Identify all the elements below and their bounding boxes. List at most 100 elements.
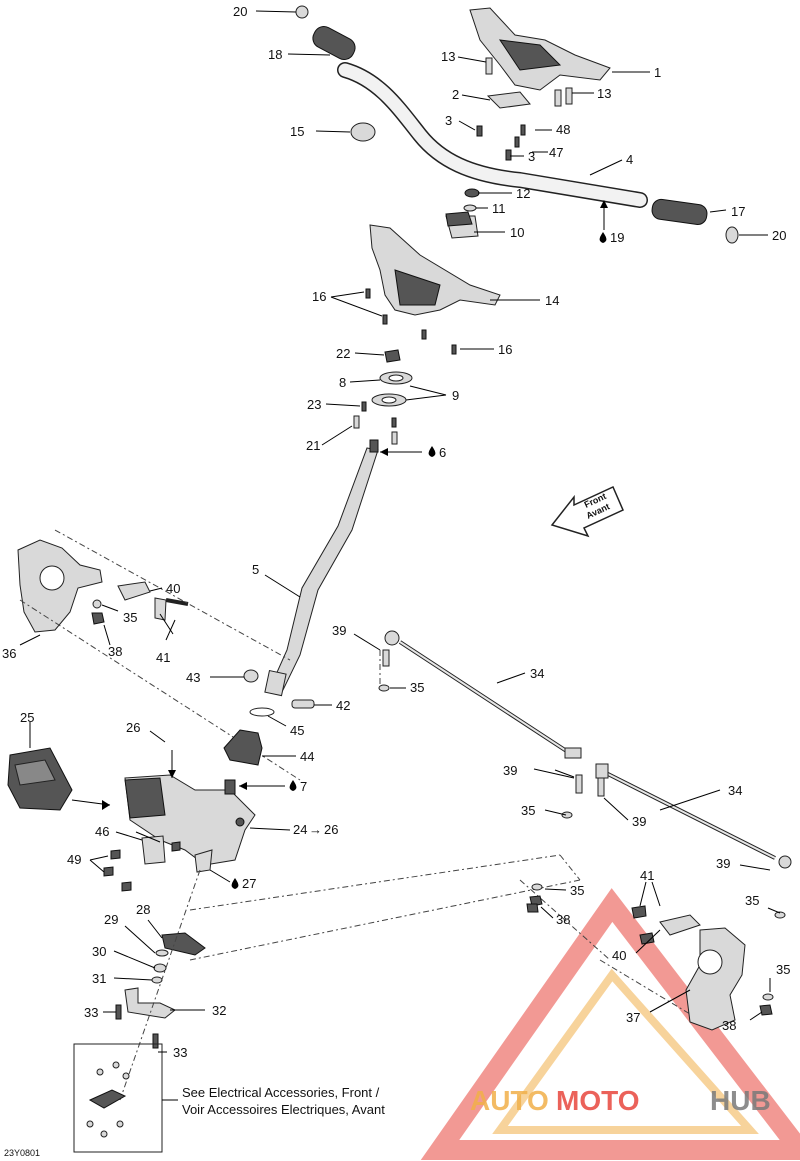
mounting-bracket (103, 835, 181, 892)
callout-20: 20 (233, 4, 247, 19)
electrical-accessory-inset (73, 1043, 178, 1153)
callout-38: 38 (108, 644, 122, 659)
power-steering-module (7, 747, 111, 811)
watermark-auto: AUTO (470, 1085, 549, 1116)
callout-20: 20 (772, 228, 786, 243)
callout-15: 15 (290, 124, 304, 139)
callout-49: 49 (67, 852, 81, 867)
right-bar-end (725, 226, 739, 244)
electrical-accessories-note: See Electrical Accessories, Front / Voir… (182, 1085, 385, 1117)
tie-rod-upper (382, 630, 582, 759)
watermark-moto: MOTO (556, 1085, 639, 1116)
callout-16: 16 (498, 342, 512, 357)
handlebar-cover (469, 7, 611, 91)
droplet-icon (231, 878, 239, 889)
callout-35: 35 (570, 883, 584, 898)
callout-41: 41 (640, 868, 654, 883)
callout-33: 33 (173, 1045, 187, 1060)
svg-text:26: 26 (324, 822, 338, 837)
callout-3: 3 (445, 113, 452, 128)
callout-28: 28 (136, 902, 150, 917)
steering-bearing (353, 349, 413, 445)
tie-rod-lower (575, 763, 792, 869)
callout-13: 13 (597, 86, 611, 101)
callout-25: 25 (20, 710, 34, 725)
handlebar-clamp (350, 122, 376, 142)
right-grip (651, 198, 708, 225)
callout-44: 44 (300, 749, 314, 764)
callout-47: 47 (549, 145, 563, 160)
callout-18: 18 (268, 47, 282, 62)
range-arrow: → (309, 822, 322, 837)
front-direction-arrow: Front Avant (550, 485, 624, 538)
callout-38: 38 (556, 912, 570, 927)
callout-27: 27 (242, 876, 256, 891)
callout-14: 14 (545, 293, 559, 308)
callout-9: 9 (452, 388, 459, 403)
alignment-lines (19, 529, 701, 1021)
callout-10: 10 (510, 225, 524, 240)
left-bar-end (295, 5, 309, 19)
callout-40: 40 (166, 581, 180, 596)
callout-35: 35 (776, 962, 790, 977)
steering-cover (369, 224, 501, 316)
pitman-arm-assembly (115, 932, 206, 1049)
callout-3: 3 (528, 149, 535, 164)
callout-38: 38 (722, 1018, 736, 1033)
watermark-hub: HUB (710, 1085, 771, 1116)
steering-column (264, 439, 379, 697)
callout-35: 35 (521, 803, 535, 818)
callout-37: 37 (626, 1010, 640, 1025)
arrowheads (168, 200, 608, 790)
callout-8: 8 (339, 375, 346, 390)
handlebar-riser (445, 188, 480, 239)
tie-rod-hardware (378, 684, 786, 919)
lubricant-droplets (231, 232, 607, 889)
callout-39: 39 (632, 814, 646, 829)
droplet-icon (599, 232, 607, 243)
left-steering-knuckle (17, 539, 189, 633)
callout-30: 30 (92, 944, 106, 959)
callout-24-to-26: 24 → 26 (293, 822, 338, 837)
callout-11: 11 (492, 201, 506, 216)
callout-29: 29 (104, 912, 118, 927)
droplet-icon (289, 780, 297, 791)
handlebar (337, 62, 648, 208)
callout-32: 32 (212, 1003, 226, 1018)
callout-41: 41 (156, 650, 170, 665)
callout-1: 1 (654, 65, 661, 80)
callout-21: 21 (306, 438, 320, 453)
callout-33: 33 (84, 1005, 98, 1020)
callout-13: 13 (441, 49, 455, 64)
watermark-text: AUTO MOTO HUB (470, 1085, 771, 1116)
callout-23: 23 (307, 397, 321, 412)
leader-lines (19, 10, 781, 1053)
callout-5: 5 (252, 562, 259, 577)
callout-48: 48 (556, 122, 570, 137)
callout-16: 16 (312, 289, 326, 304)
callout-39: 39 (503, 763, 517, 778)
left-grip (312, 25, 356, 61)
cover-screws-16 (365, 288, 457, 355)
callout-40: 40 (612, 948, 626, 963)
callout-7: 7 (300, 779, 307, 794)
droplet-icon (428, 446, 436, 457)
callout-31: 31 (92, 971, 106, 986)
callout-42: 42 (336, 698, 350, 713)
callout-26: 26 (126, 720, 140, 735)
right-steering-knuckle (631, 905, 774, 1031)
drawing-code: 23Y0801 (4, 1148, 40, 1158)
callout-35: 35 (745, 893, 759, 908)
steering-boot (223, 729, 263, 766)
callout-34: 34 (530, 666, 544, 681)
callout-19: 19 (610, 230, 624, 245)
lower-dash-shaft (119, 869, 201, 1101)
callout-17: 17 (731, 204, 745, 219)
note-line-english: See Electrical Accessories, Front / (182, 1085, 380, 1100)
callout-39: 39 (332, 623, 346, 638)
callout-36: 36 (2, 646, 16, 661)
callout-labels: 20 18 1 13 13 2 3 48 47 3 15 4 12 11 10 … (2, 4, 790, 1060)
callout-22: 22 (336, 346, 350, 361)
note-line-french: Voir Accessoires Electriques, Avant (182, 1102, 385, 1117)
